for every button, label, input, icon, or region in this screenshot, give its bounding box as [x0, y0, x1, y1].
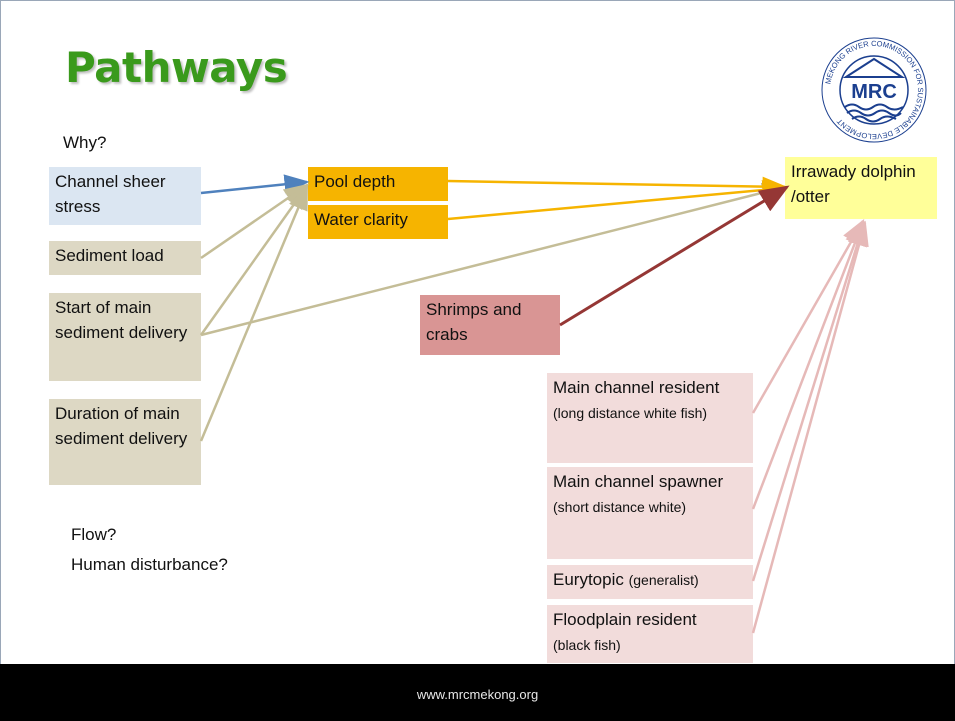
why-label: Why? — [63, 133, 107, 152]
arrow-resident-to-dolphin — [751, 218, 865, 414]
human-question: Human disturbance? — [71, 555, 228, 574]
main-resident-note: (long distance white fish) — [553, 405, 708, 421]
main-spawner-note: (short distance white) — [553, 499, 687, 515]
shrimps-label: Shrimps and crabs — [426, 300, 522, 344]
arrow-start-to-dolphin — [200, 182, 788, 337]
footer: www.mrcmekong.org — [0, 664, 955, 721]
channel-sheer-label: Channel sheer stress — [55, 172, 166, 216]
arrow-channel-to-pool — [200, 174, 310, 195]
page-title: Pathways — [65, 43, 288, 92]
arrow-pool-to-dolphin — [447, 176, 788, 197]
eurytopic-box: Eurytopic (generalist) — [547, 565, 753, 599]
arrow-eurytopic-to-dolphin — [751, 220, 867, 582]
mrc-logo: MRC MEKONG RIVER COMMISSION FOR SUSTAINA… — [821, 37, 927, 143]
arrow-shrimps-to-dolphin — [559, 185, 790, 327]
logo-text: MRC — [851, 81, 897, 103]
start-sediment-box: Start of main sediment delivery — [49, 293, 201, 381]
water-clarity-label: Water clarity — [314, 210, 408, 229]
arrow-duration-to-pool — [199, 184, 309, 442]
flow-question: Flow? — [71, 525, 117, 544]
arrow-clarity-to-dolphin — [447, 180, 788, 221]
sediment-load-label: Sediment load — [55, 246, 164, 265]
arrows-layer — [199, 174, 869, 634]
dolphin-box: Irrawady dolphin /otter — [785, 157, 937, 219]
water-clarity-box: Water clarity — [308, 205, 448, 239]
floodplain-label: Floodplain resident — [553, 610, 697, 629]
floodplain-box: Floodplain resident (black fish) — [547, 605, 753, 663]
duration-sediment-label: Duration of main sediment delivery — [55, 404, 188, 448]
duration-sediment-box: Duration of main sediment delivery — [49, 399, 201, 485]
channel-sheer-box: Channel sheer stress — [49, 167, 201, 225]
main-spawner-label: Main channel spawner — [553, 472, 724, 491]
main-resident-label: Main channel resident — [553, 378, 720, 397]
slide: Pathways MRC MEKONG RIVER COMMISSION FOR… — [0, 0, 955, 664]
arrow-floodplain-to-dolphin — [751, 220, 869, 634]
start-sediment-label: Start of main sediment delivery — [55, 298, 188, 342]
main-spawner-box: Main channel spawner (short distance whi… — [547, 467, 753, 559]
arrow-sediment-load — [200, 183, 310, 260]
pool-depth-box: Pool depth — [308, 167, 448, 201]
dolphin-label: Irrawady dolphin /otter — [791, 162, 916, 206]
sediment-load-box: Sediment load — [49, 241, 201, 275]
footer-url: www.mrcmekong.org — [416, 687, 539, 702]
shrimps-box: Shrimps and crabs — [420, 295, 560, 355]
arrow-spawner-to-dolphin — [751, 219, 865, 510]
pool-depth-label: Pool depth — [314, 172, 396, 191]
floodplain-note: (black fish) — [553, 637, 621, 653]
eurytopic-label: Eurytopic — [553, 570, 624, 589]
main-resident-box: Main channel resident (long distance whi… — [547, 373, 753, 463]
eurytopic-note: (generalist) — [628, 572, 699, 588]
